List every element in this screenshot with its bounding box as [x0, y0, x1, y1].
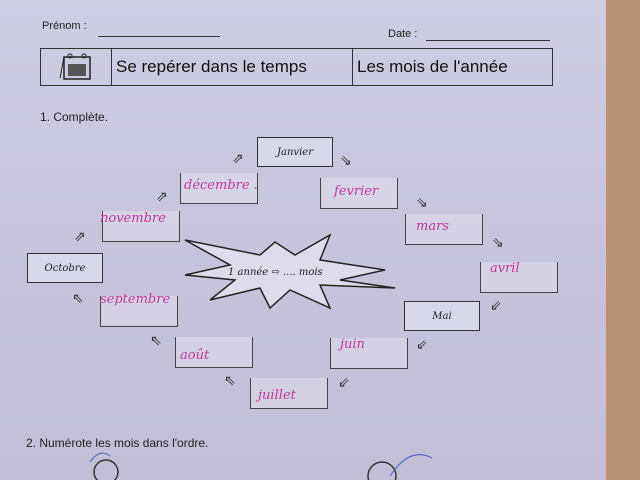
arrow-icon: ⇙: [338, 374, 350, 390]
arrow-icon: ⇖: [150, 332, 162, 348]
arrow-icon: ⇙: [490, 297, 502, 313]
answer-fevrier: fevrier: [334, 184, 379, 199]
arrow-icon: ⇙: [416, 336, 428, 352]
calendar-icon: [41, 49, 112, 85]
month-mai: Mai: [404, 301, 480, 331]
date-label: Date :: [388, 28, 418, 40]
handwritten-marks: [89, 452, 433, 480]
answer-juillet: juillet: [258, 388, 296, 403]
answer-mars: mars: [416, 219, 449, 234]
answer-box-decembre[interactable]: [180, 173, 258, 204]
answer-box-juillet[interactable]: [250, 378, 328, 409]
worksheet-paper: Prénom : Date : Se repérer dans le temps…: [0, 0, 606, 480]
prenom-line[interactable]: [98, 36, 220, 37]
exercise2-instruction: 2. Numérote les mois dans l'ordre.: [26, 436, 209, 450]
answer-juin: juin: [340, 337, 365, 352]
arrow-icon: ⇖: [224, 372, 236, 388]
arrow-icon: ⇗: [232, 150, 244, 166]
answer-box-aout[interactable]: [175, 337, 253, 368]
month-octobre: Octobre: [27, 253, 103, 283]
answer-box-juin[interactable]: [330, 338, 408, 369]
arrow-icon: ⇗: [156, 188, 168, 204]
month-janvier: Janvier: [257, 137, 333, 167]
date-line[interactable]: [426, 40, 550, 41]
answer-box-fevrier[interactable]: [320, 178, 398, 209]
answer-box-septembre[interactable]: [100, 296, 178, 327]
topic-title: Les mois de l'année: [357, 57, 508, 76]
answer-avril: avril: [490, 261, 520, 276]
title-banner: Se repérer dans le temps Les mois de l'a…: [40, 48, 553, 86]
arrow-icon: ⇘: [416, 194, 428, 210]
arrow-icon: ⇗: [74, 228, 86, 244]
exercise1-instruction: 1. Complète.: [40, 110, 109, 124]
center-text: 1 année ⇨ .... mois: [228, 267, 323, 278]
answer-box-avril[interactable]: [480, 262, 558, 293]
arrow-icon: ⇖: [72, 290, 84, 306]
subject-title: Se repérer dans le temps: [112, 49, 353, 85]
answer-septembre: septembre: [100, 292, 171, 307]
answer-decembre: décembre .: [184, 178, 258, 193]
arrow-icon: ⇘: [492, 234, 504, 250]
arrow-icon: ⇘: [340, 152, 352, 168]
answer-box-mars[interactable]: [405, 214, 483, 245]
prenom-label: Prénom :: [42, 20, 87, 32]
answer-novembre: novembre: [100, 211, 166, 226]
answer-box-novembre[interactable]: [102, 211, 180, 242]
starburst-shape: [184, 233, 396, 310]
answer-aout: août: [180, 348, 210, 363]
